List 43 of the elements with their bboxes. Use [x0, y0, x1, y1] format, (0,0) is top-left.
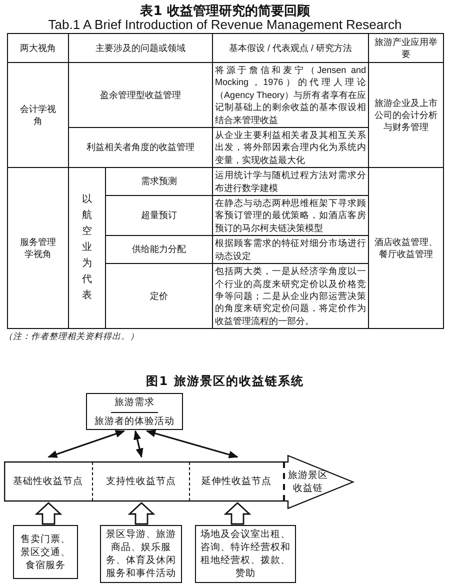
chain-arrow — [4, 455, 354, 509]
block-arrow — [224, 502, 252, 525]
chain-segment: 支持性收益节点 — [93, 462, 190, 501]
table-cell: 服务管理学视角 — [8, 168, 68, 329]
header-cell: 旅游产业应用举要 — [368, 34, 444, 62]
table-cell: 在静态与动态两种思维框架下寻求顾客预订管理的最优策略，如酒店客房预订的马尔柯夫链决策模型 — [212, 196, 368, 236]
table-cell: 需求预测 — [106, 168, 212, 196]
demand-box — [86, 393, 183, 430]
table-cell: 从企业主要利益相关者及其相互关系出发，将外部因素合理内化为系统内变量，实现收益最大化 — [212, 128, 368, 168]
header-cell: 主要涉及的问题或领域 — [68, 34, 212, 62]
chain-segment: 基础性收益节点 — [4, 462, 93, 501]
revenue-box — [13, 525, 78, 579]
box-text: 售卖门票、景区交通、食宿服务 — [20, 532, 72, 572]
table-cell: 根据顾客需求的特征对细分市场进行动态设定 — [212, 236, 368, 264]
chain-segment: 延伸性收益节点 — [190, 462, 285, 501]
double-arrow — [146, 430, 238, 458]
box-text: 旅游需求 — [114, 396, 156, 409]
block-arrow — [128, 502, 156, 525]
header-cell: 基本假设 / 代表观点 / 研究方法 — [212, 34, 368, 62]
box-text: 景区导游、旅游商品、娱乐服务、体育及休闲服务和事件活动 — [105, 528, 177, 580]
table-cell: 旅游企业及上市公司的会计分析与财务管理 — [368, 62, 444, 168]
note-text: （注：作者整理相关资料得出。） — [4, 331, 139, 344]
table-cell: 酒店收益管理、餐厅收益管理 — [368, 168, 444, 329]
box-text: 旅游者的体验活动 — [94, 415, 176, 428]
table-cell: 供给能力分配 — [106, 236, 212, 264]
table-cell: 利益相关者角度的收益管理 — [68, 128, 212, 168]
double-arrow — [134, 430, 144, 458]
table-cell: 将源于詹信和麦宁（Jensen and Mocking，1976）的代理人理论（Agency Theory）与所有者享有在应记制基础上的剩余收益的基本假设相结合来管理收益 — [212, 62, 368, 128]
table-cell: 运用统计学与随机过程方法对需求分布进行数学建模 — [212, 168, 368, 196]
figure-title: 图1 旅游景区的收益链系统 — [145, 373, 305, 390]
block-arrow — [34, 502, 62, 525]
table-title: 表1 收益管理研究的简要回顾 — [139, 2, 311, 20]
table-cell: 盈余管理型收益管理 — [68, 62, 212, 128]
table-subtitle: Tab.1 A Brief Introduction of Revenue Management Research — [47, 17, 403, 32]
box-text: 场地及会议室出租、咨询、特许经营权和租地经营权、拨款、赞助 — [200, 528, 292, 580]
double-arrow — [48, 430, 126, 458]
table-cell: 会计学视角 — [8, 62, 68, 168]
header-cell: 两大视角 — [8, 34, 68, 62]
table-cell: 以航空业为代表 — [68, 168, 106, 329]
table-cell: 包括两大类，一是从经济学角度以一个行业的高度来研究定价以及价格竞争等问题；二是从企业内部运营决策的角度来研究定价问题，将定价作为收益管理流程的一部分。 — [212, 264, 368, 329]
chain-label: 旅游景区收益链 — [288, 469, 328, 495]
table-cell: 定价 — [106, 264, 212, 329]
table-cell: 超量预订 — [106, 196, 212, 236]
